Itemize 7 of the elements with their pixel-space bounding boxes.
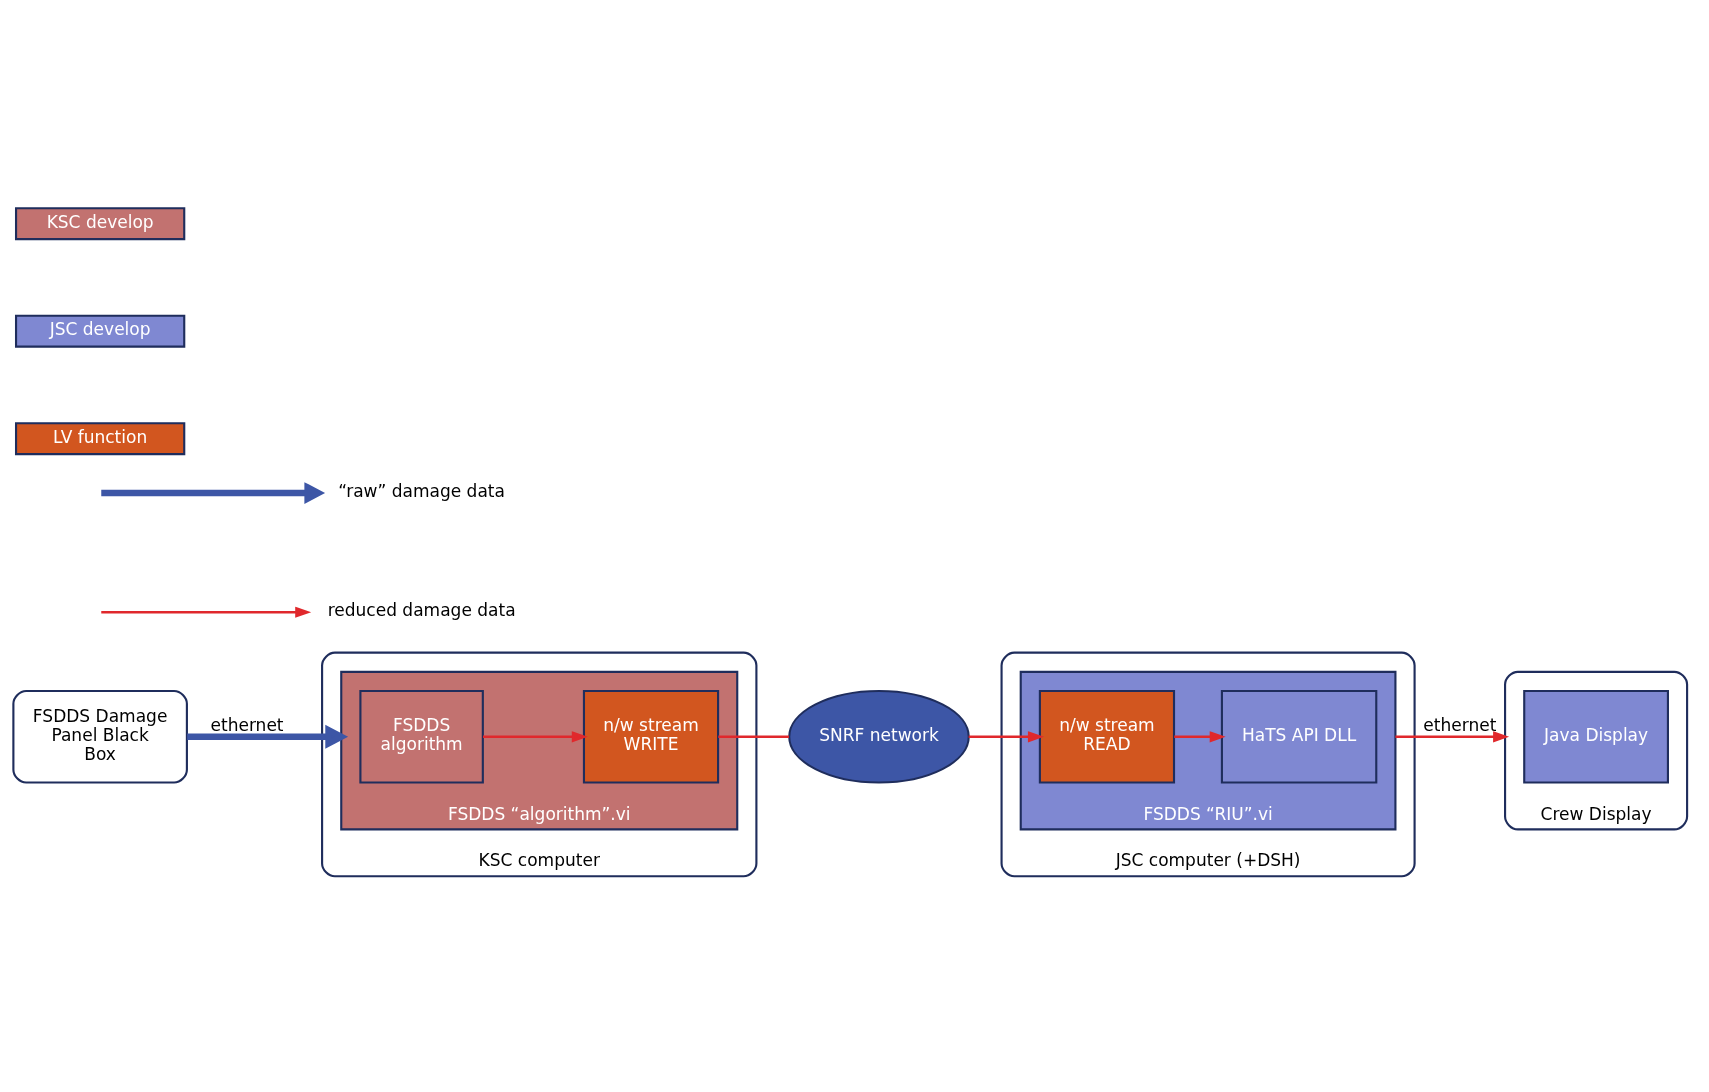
legend-label: “raw” damage data — [338, 480, 505, 501]
edge-label: ethernet — [1423, 714, 1497, 735]
edge-label: ethernet — [210, 714, 284, 735]
legend-label: KSC develop — [46, 211, 154, 232]
legend-label: JSC develop — [49, 318, 151, 339]
legend-label: LV function — [53, 426, 148, 447]
legend-label: reduced damage data — [327, 599, 516, 620]
